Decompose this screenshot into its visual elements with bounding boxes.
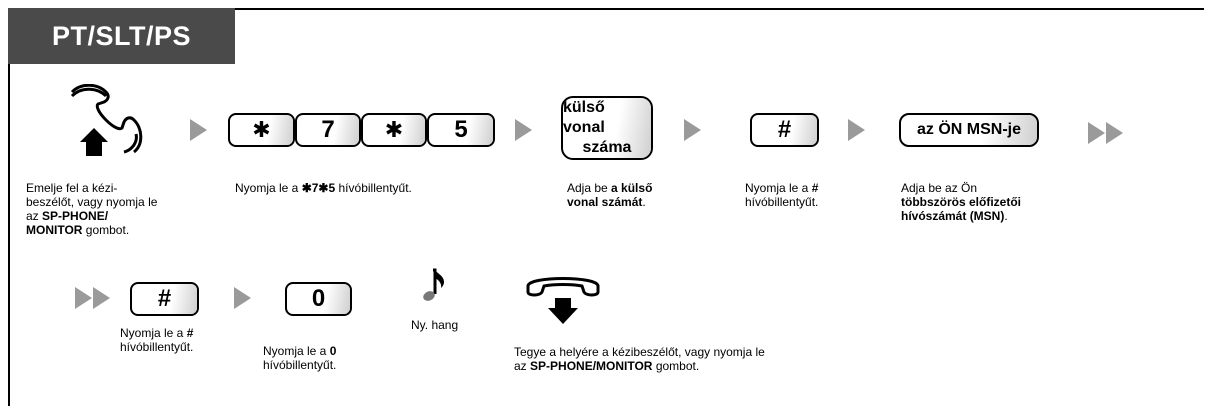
step7-caption: Nyomja le a 0 hívóbillentyűt. [263, 344, 337, 372]
step1-caption: Emelje fel a kézi- beszélőt, vagy nyomja… [26, 181, 158, 237]
outside-line-number-button: külső vonal száma [561, 96, 653, 160]
handset-hangup-icon [526, 277, 600, 324]
step2-caption: Nyomja le a ✱7✱5 hívóbillentyűt. [235, 181, 412, 195]
five-key: 5 [427, 113, 495, 147]
step-arrow [515, 119, 532, 141]
continue-arrow [75, 287, 92, 309]
hash-key: # [750, 113, 819, 147]
step8-caption: Tegye a helyére a kézibeszélőt, vagy nyo… [514, 345, 765, 373]
step-arrow [190, 119, 207, 141]
step4-caption: Nyomja le a # hívóbillentyűt. [745, 181, 819, 209]
seven-key: 7 [295, 113, 361, 147]
step-arrow [684, 119, 701, 141]
dial-tone-label: Ny. hang [411, 318, 459, 332]
step-arrow [234, 287, 251, 309]
tab-label: PT/SLT/PS [51, 20, 191, 51]
step6-caption: Nyomja le a # hívóbillentyűt. [120, 326, 194, 354]
device-type-tab: PT/SLT/PS [8, 8, 235, 64]
star-key: ✱ [228, 113, 295, 147]
step5-caption: Adja be az Ön többszörös előfizetői hívó… [901, 181, 1021, 223]
diagram-frame [8, 8, 1204, 406]
continue-arrow [93, 287, 110, 309]
handset-lift-icon [70, 84, 143, 156]
star-key: ✱ [361, 113, 427, 147]
step-arrow [848, 119, 865, 141]
hash-key: # [130, 282, 199, 316]
msn-button: az ÖN MSN-je [899, 113, 1039, 147]
step3-caption: Adja be a külső vonal számát. [567, 181, 653, 209]
continue-arrow [1106, 122, 1123, 144]
continue-arrow [1088, 122, 1105, 144]
zero-key: 0 [285, 282, 352, 316]
musical-note-icon [423, 268, 444, 301]
